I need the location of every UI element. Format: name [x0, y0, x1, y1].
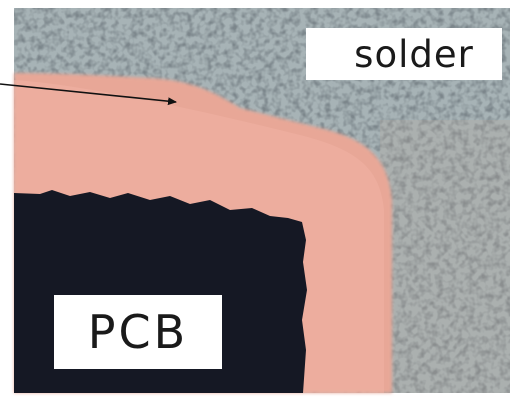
solder-label: solder: [306, 28, 502, 80]
pcb-label: PCB: [54, 295, 222, 369]
